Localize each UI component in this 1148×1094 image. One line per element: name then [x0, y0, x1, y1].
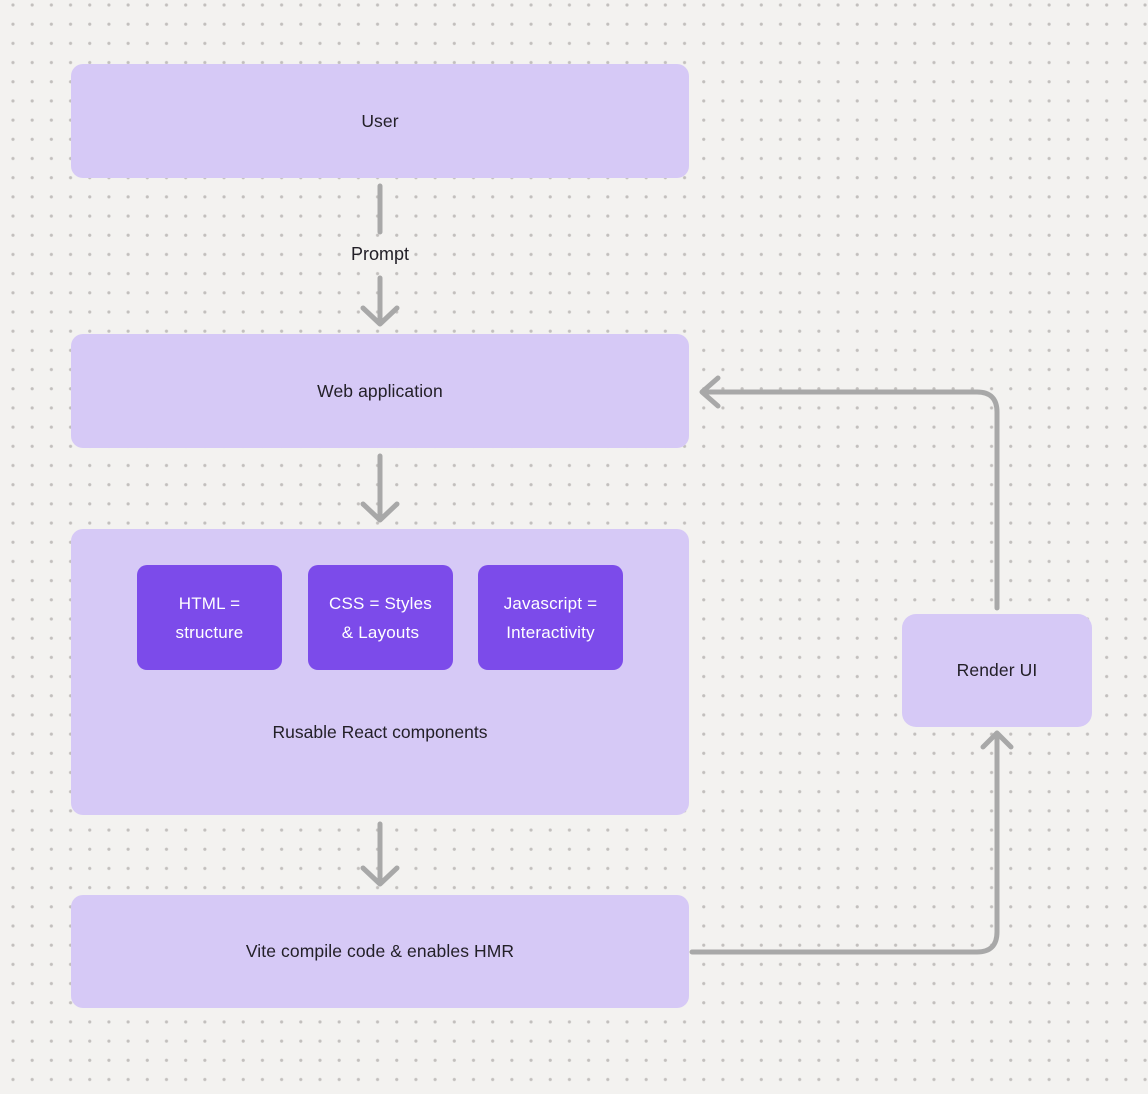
components-caption: Rusable React components: [272, 722, 488, 742]
node-vite: Vite compile code & enables HMR: [71, 895, 689, 1008]
node-user-label: User: [361, 110, 399, 131]
node-javascript-line-2: Interactivity: [506, 622, 595, 642]
arrowhead-into-components-top-icon: [360, 501, 400, 523]
node-css: CSS = Styles & Layouts: [308, 565, 453, 670]
arrowhead-into-web-application-right-icon: [699, 375, 721, 409]
node-javascript-line-1: Javascript =: [503, 593, 598, 613]
arrowhead-into-web-application-top-icon: [360, 305, 400, 327]
node-user: User: [71, 64, 689, 178]
edge-render-ui-to-web-application: [701, 389, 1000, 611]
node-javascript: Javascript = Interactivity: [478, 565, 623, 670]
node-web-application-label: Web application: [317, 380, 443, 401]
node-html: HTML = structure: [137, 565, 282, 670]
node-web-application: Web application: [71, 334, 689, 448]
edge-label-prompt: Prompt: [350, 244, 410, 264]
edge-vite-to-render-ui: [689, 734, 1000, 955]
node-css-line-2: & Layouts: [341, 622, 420, 642]
node-html-line-2: structure: [175, 622, 244, 642]
node-render-ui-label: Render UI: [956, 660, 1038, 680]
node-css-line-1: CSS = Styles: [328, 593, 433, 613]
arrowhead-into-vite-top-icon: [360, 865, 400, 887]
node-html-line-1: HTML =: [178, 593, 241, 613]
arrowhead-into-render-ui-bottom-icon: [980, 730, 1014, 750]
node-vite-label: Vite compile code & enables HMR: [245, 941, 515, 961]
node-render-ui: Render UI: [902, 614, 1092, 727]
